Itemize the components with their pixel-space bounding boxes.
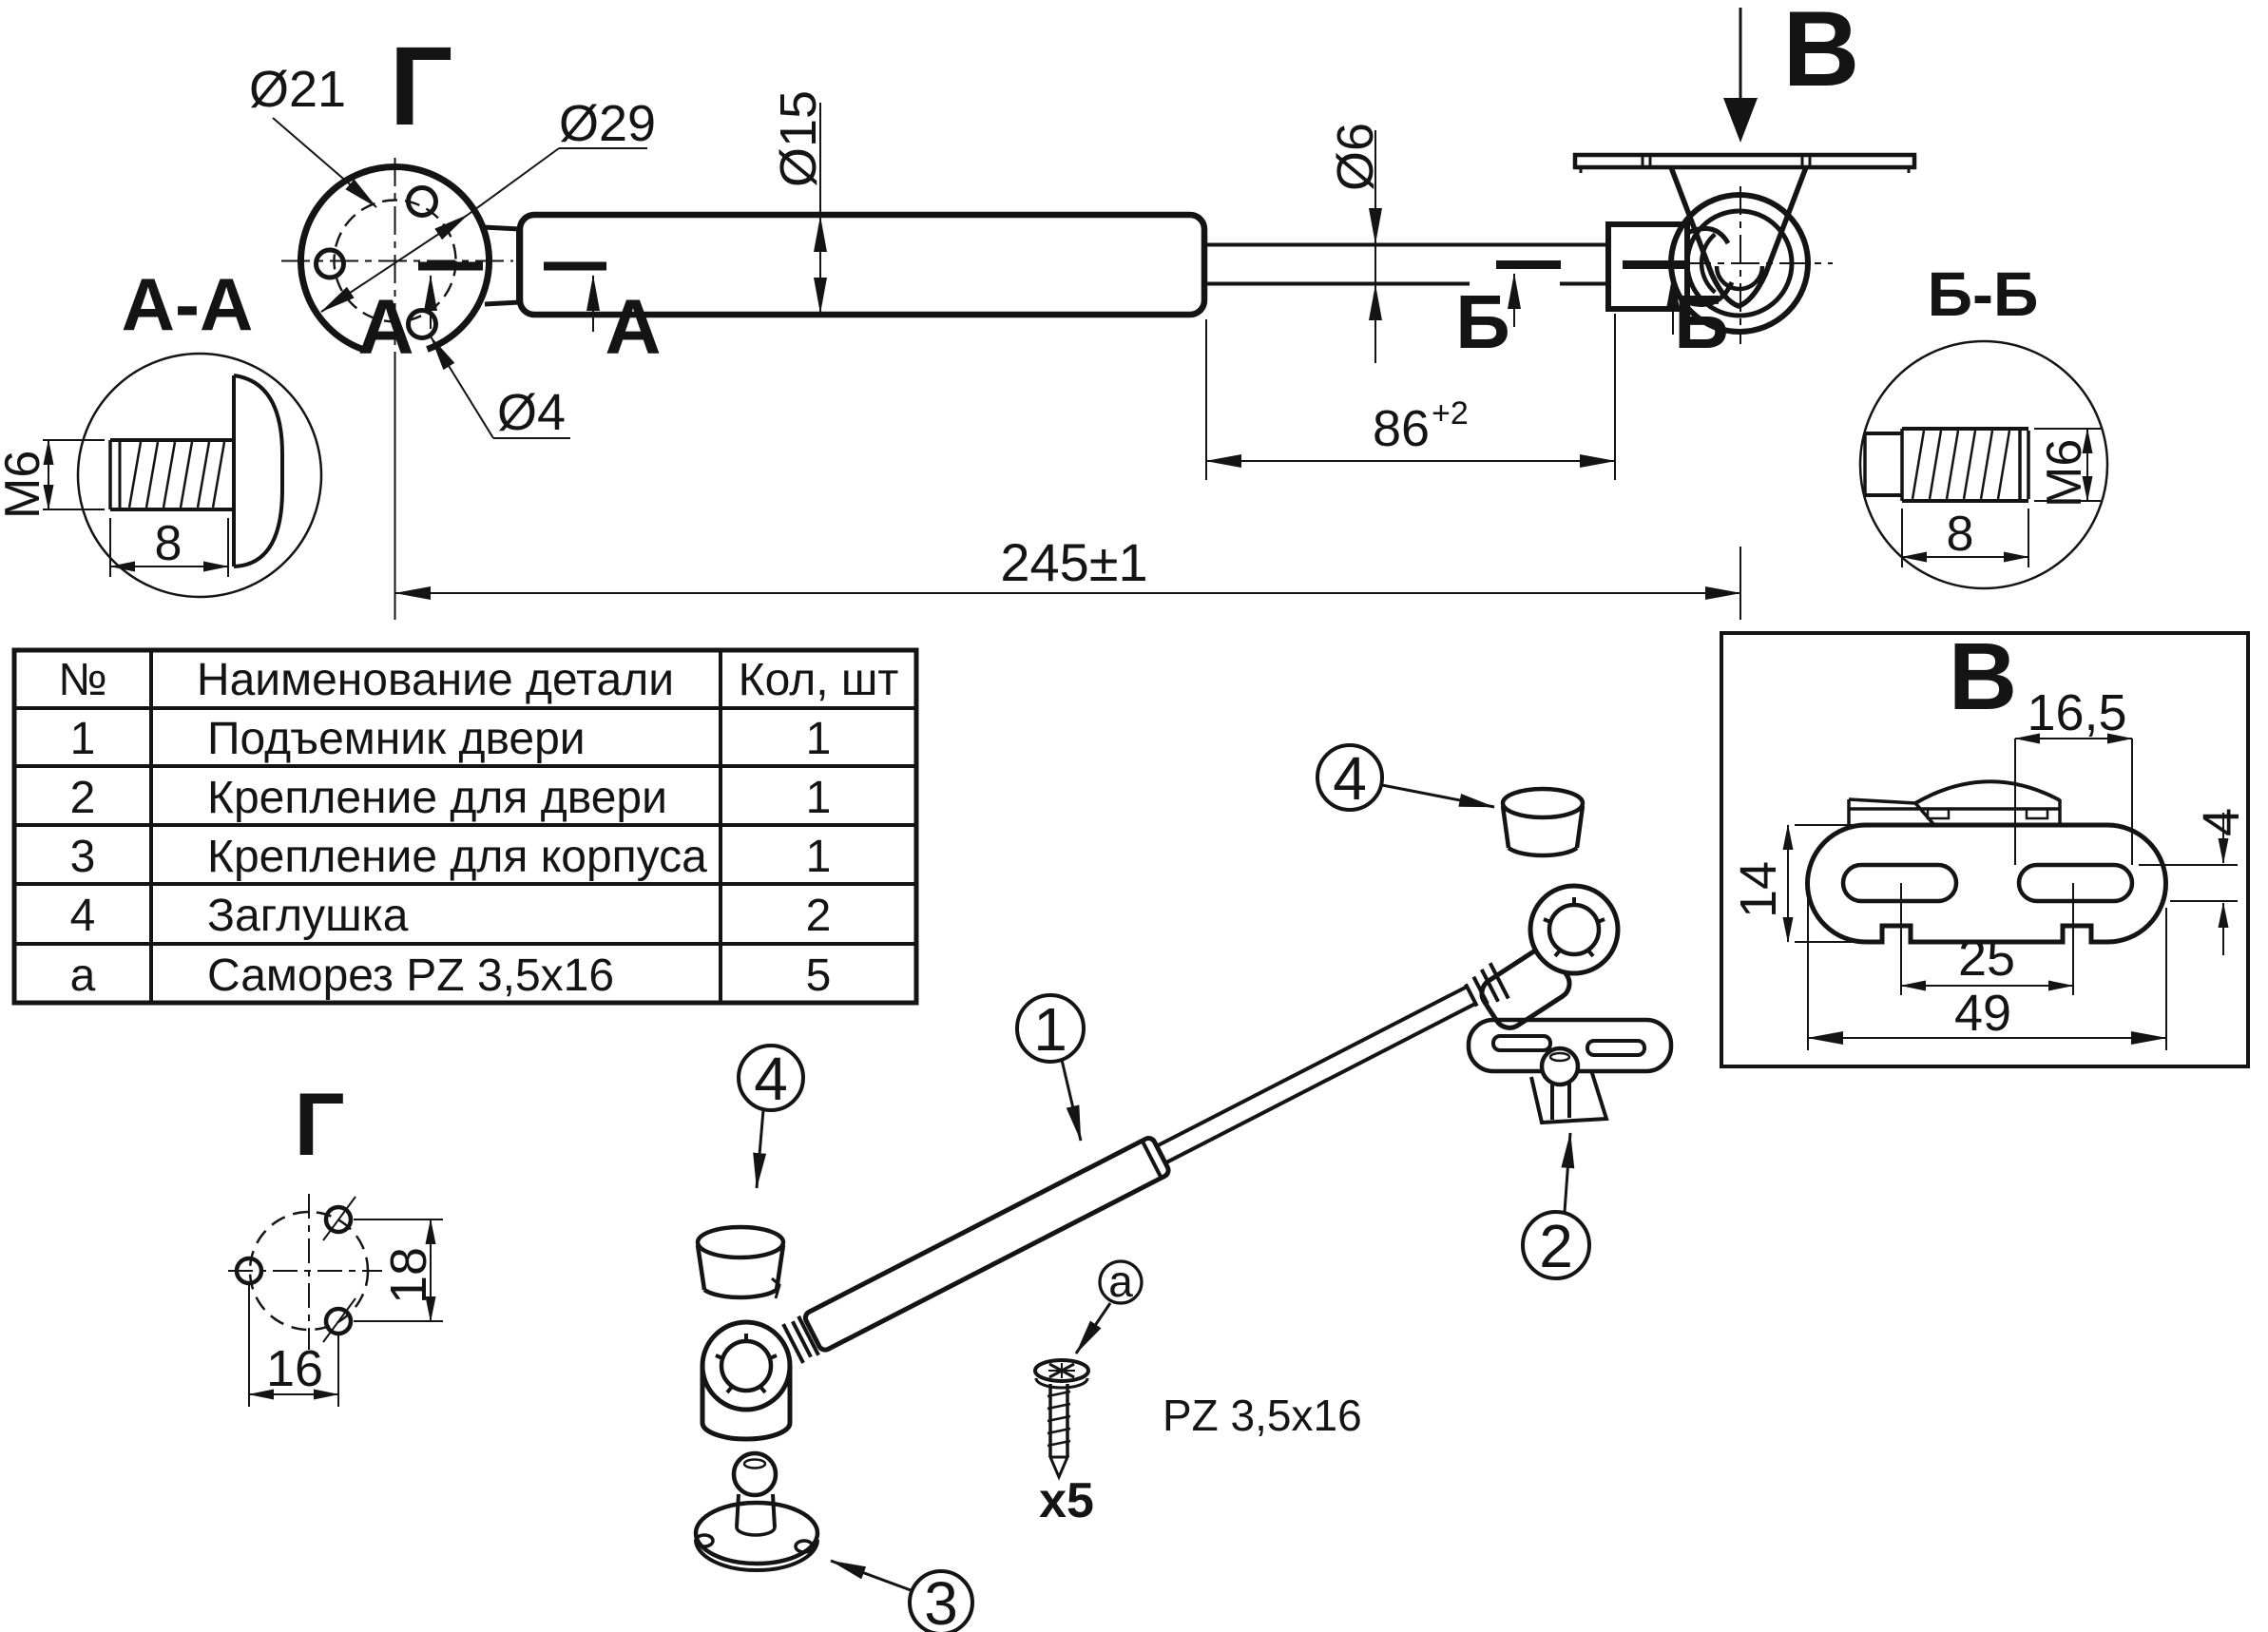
svg-text:M6: M6 (2037, 439, 2092, 508)
svg-text:25: 25 (1958, 930, 2015, 987)
svg-text:x5: x5 (1039, 1473, 1094, 1528)
svg-text:Ø15: Ø15 (770, 90, 827, 187)
svg-text:4: 4 (1333, 744, 1367, 813)
svg-text:1: 1 (806, 832, 832, 882)
svg-text:1: 1 (806, 773, 832, 823)
svg-text:M6: M6 (0, 451, 50, 519)
svg-text:Крепление для корпуса: Крепление для корпуса (207, 832, 707, 882)
svg-text:1: 1 (806, 714, 832, 764)
svg-text:Б-Б: Б-Б (1928, 259, 2039, 329)
svg-text:В: В (1783, 0, 1860, 108)
svg-text:Ø21: Ø21 (249, 61, 346, 118)
svg-text:А: А (357, 284, 413, 371)
svg-text:16: 16 (266, 1340, 323, 1397)
svg-text:1: 1 (70, 714, 96, 764)
svg-text:3: 3 (70, 832, 96, 882)
svg-text:2: 2 (70, 773, 96, 823)
svg-text:Наименование детали: Наименование детали (197, 655, 674, 705)
svg-text:4: 4 (2193, 808, 2250, 836)
svg-text:№: № (58, 655, 107, 705)
svg-text:2: 2 (1539, 1212, 1573, 1280)
svg-text:Г: Г (390, 24, 453, 149)
svg-text:Заглушка: Заглушка (207, 891, 409, 941)
svg-text:a: a (1108, 1257, 1133, 1306)
svg-text:245±1: 245±1 (1000, 532, 1147, 592)
svg-text:А-А: А-А (122, 262, 254, 346)
svg-text:3: 3 (924, 1569, 958, 1632)
svg-text:8: 8 (1947, 507, 1974, 562)
svg-text:Саморез PZ 3,5х16: Саморез PZ 3,5х16 (207, 950, 614, 1001)
svg-text:а: а (70, 950, 96, 1001)
svg-text:4: 4 (70, 891, 96, 941)
svg-text:5: 5 (806, 950, 832, 1001)
svg-text:4: 4 (754, 1045, 788, 1113)
svg-text:Б: Б (1455, 279, 1510, 364)
svg-text:+2: +2 (1432, 395, 1469, 432)
svg-text:1: 1 (1033, 995, 1067, 1064)
svg-text:8: 8 (155, 516, 183, 571)
svg-text:16,5: 16,5 (2027, 684, 2126, 741)
svg-text:Ø4: Ø4 (497, 384, 566, 441)
svg-text:В: В (1949, 624, 2017, 730)
svg-text:2: 2 (806, 891, 832, 941)
svg-text:Подъемник двери: Подъемник двери (207, 714, 586, 764)
svg-text:PZ 3,5x16: PZ 3,5x16 (1163, 1391, 1362, 1440)
svg-text:Ø29: Ø29 (559, 95, 656, 152)
svg-text:14: 14 (1730, 861, 1787, 918)
svg-text:18: 18 (380, 1247, 437, 1304)
svg-text:49: 49 (1954, 985, 2011, 1042)
svg-text:Г: Г (294, 1074, 344, 1174)
svg-text:Крепление для двери: Крепление для двери (207, 773, 667, 823)
svg-text:Кол, шт: Кол, шт (739, 655, 899, 705)
svg-text:86: 86 (1373, 400, 1430, 457)
svg-text:А: А (605, 284, 661, 371)
